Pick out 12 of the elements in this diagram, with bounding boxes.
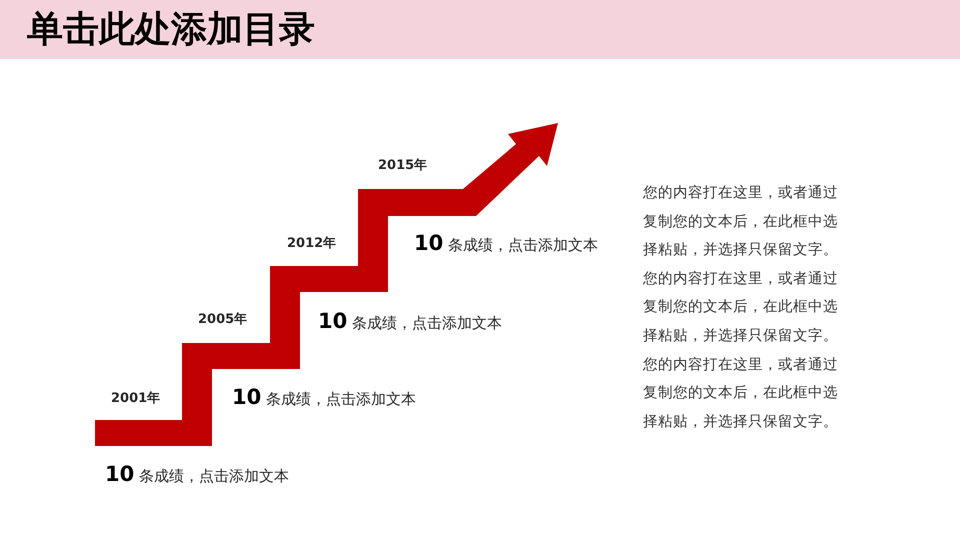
- year-label: 2015年: [378, 157, 428, 175]
- body-paragraph: 您的内容打在这里，或者通过复制您的文本后，在此框中选择粘贴，并选择只保留文字。: [643, 270, 839, 346]
- milestone-text: 10 条成绩，点击添加文本: [105, 462, 290, 488]
- milestone-text: 10 条成绩，点击添加文本: [414, 231, 598, 257]
- body-paragraph: 您的内容打在这里，或者通过复制您的文本后，在此框中选择粘贴，并选择只保留文字。: [643, 356, 839, 432]
- slide-title: 单击此处添加目录: [27, 9, 315, 51]
- milestone-text: 10 条成绩，点击添加文本: [232, 385, 416, 411]
- milestone-text: 10 条成绩，点击添加文本: [318, 309, 502, 335]
- year-label: 2005年: [198, 311, 248, 329]
- body-paragraph: 您的内容打在这里，或者通过复制您的文本后，在此框中选择粘贴，并选择只保留文字。: [643, 184, 839, 260]
- year-label: 2012年: [287, 235, 336, 253]
- year-label: 2001年: [111, 390, 160, 408]
